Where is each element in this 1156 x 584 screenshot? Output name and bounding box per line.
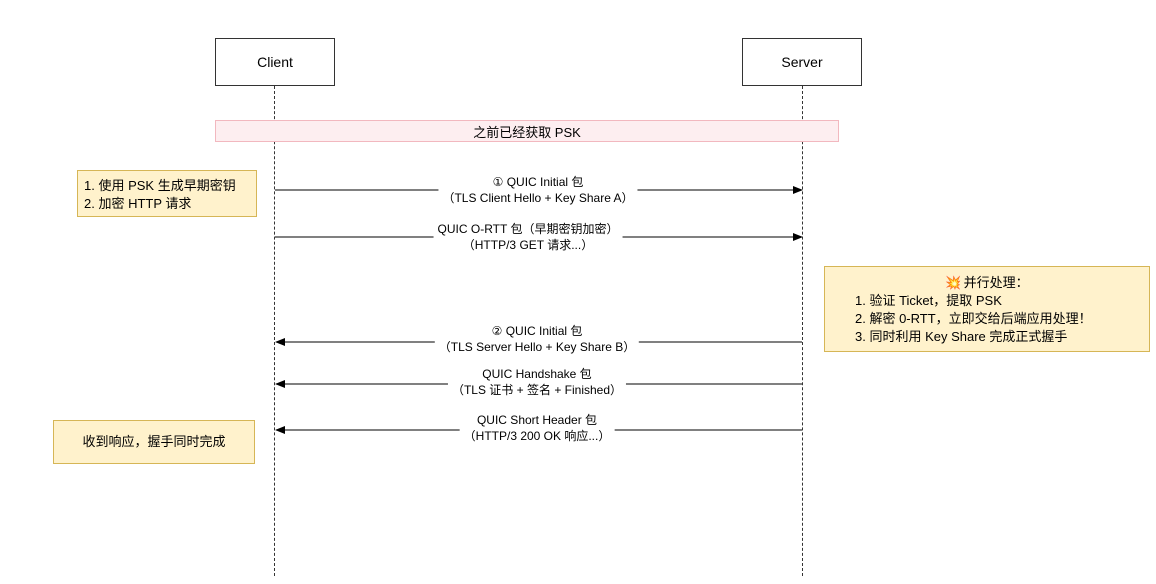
message-label-short-header: QUIC Short Header 包 （HTTP/3 200 OK 响应...… bbox=[459, 412, 615, 444]
note-client-prep: 1. 使用 PSK 生成早期密钥 2. 加密 HTTP 请求 bbox=[77, 170, 257, 217]
message-line: ② QUIC Initial 包 bbox=[491, 324, 583, 338]
message-label-handshake: QUIC Handshake 包 （TLS 证书 + 签名 + Finished… bbox=[447, 366, 627, 398]
participant-server: Server bbox=[742, 38, 862, 86]
note-text: 收到响应，握手同时完成 bbox=[82, 434, 226, 449]
collision-icon: 💥 bbox=[945, 275, 962, 290]
note-client-done: 收到响应，握手同时完成 bbox=[53, 420, 255, 464]
message-line: ① QUIC Initial 包 bbox=[492, 175, 584, 189]
participant-client: Client bbox=[215, 38, 335, 86]
message-line: （TLS Server Hello + Key Share B） bbox=[438, 340, 636, 354]
message-label-initial-server: ② QUIC Initial 包 （TLS Server Hello + Key… bbox=[434, 323, 640, 355]
note-server-parallel: 💥并行处理： 1. 验证 Ticket，提取 PSK 2. 解密 0-RTT，立… bbox=[824, 266, 1150, 352]
note-item: 1. 使用 PSK 生成早期密钥 bbox=[84, 178, 236, 193]
message-line: QUIC O-RTT 包（早期密钥加密） bbox=[437, 222, 619, 236]
note-title: 并行处理： bbox=[963, 275, 1029, 290]
note-item: 1. 验证 Ticket，提取 PSK bbox=[855, 293, 1002, 308]
message-line: QUIC Handshake 包 bbox=[482, 367, 592, 381]
message-line: （HTTP/3 GET 请求...） bbox=[462, 238, 594, 252]
message-label-0rtt: QUIC O-RTT 包（早期密钥加密） （HTTP/3 GET 请求...） bbox=[433, 221, 623, 253]
participant-server-label: Server bbox=[781, 54, 823, 70]
participant-client-label: Client bbox=[257, 54, 293, 70]
message-line: （TLS 证书 + 签名 + Finished） bbox=[451, 383, 623, 397]
note-item: 2. 解密 0-RTT，立即交给后端应用处理！ bbox=[855, 311, 1092, 326]
psk-banner: 之前已经获取 PSK bbox=[215, 120, 839, 142]
message-line: （TLS Client Hello + Key Share A） bbox=[442, 191, 634, 205]
message-line: QUIC Short Header 包 bbox=[476, 413, 598, 427]
note-title-row: 💥并行处理： bbox=[833, 274, 1141, 292]
message-label-initial-client: ① QUIC Initial 包 （TLS Client Hello + Key… bbox=[438, 174, 638, 206]
client-lifeline bbox=[274, 86, 275, 576]
psk-banner-label: 之前已经获取 PSK bbox=[473, 124, 581, 140]
server-lifeline bbox=[802, 86, 803, 576]
note-item: 3. 同时利用 Key Share 完成正式握手 bbox=[855, 329, 1068, 344]
note-item: 2. 加密 HTTP 请求 bbox=[84, 196, 192, 211]
message-line: （HTTP/3 200 OK 响应...） bbox=[463, 429, 611, 443]
